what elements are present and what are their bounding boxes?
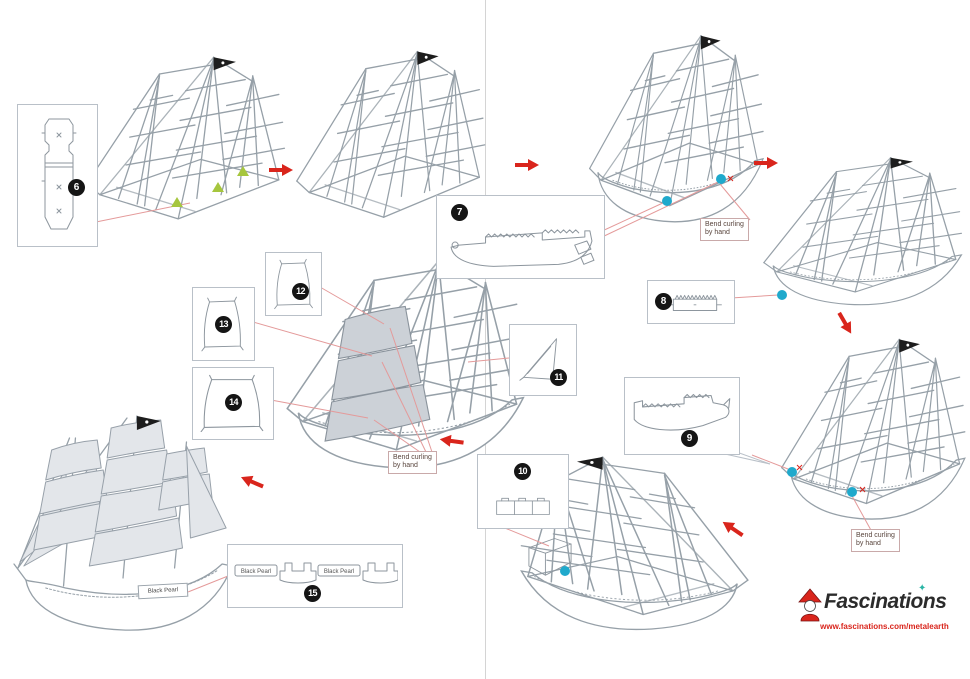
part-callout-15: Black Pearl Black Pearl 15 [227,544,403,608]
part-drawing-10 [496,497,550,515]
attach-point-marker [716,174,726,184]
step-badge-9: 9 [681,430,698,447]
step-badge-8: 8 [655,293,672,310]
ship-line-art [86,56,286,220]
bend-curling-label: Bend curling by hand [700,218,749,241]
logo-gnome-icon [798,588,822,622]
part-callout-9: 9 [624,377,740,455]
flow-arrow [237,466,268,494]
part-drawing-6 [41,118,77,230]
step-badge-11: 11 [550,369,567,386]
part-drawing-7 [450,229,595,267]
step-badge-15: 15 [304,585,321,602]
part-callout-8: 8 [647,280,735,324]
attach-point-marker [777,290,787,300]
flow-arrow [438,427,466,449]
ship-stage-3 [588,26,768,231]
part-callout-7: 7 [436,195,605,279]
part-drawing-9 [633,393,731,431]
part-callout-6: 6 [17,104,98,247]
bend-curling-label: Bend curling by hand [388,451,437,474]
attach-point-marker [847,487,857,497]
bend-label-line1: Bend curling [856,532,895,539]
bend-label-line2: by hand [393,462,418,470]
fold-marker-triangle [212,182,224,192]
part-callout-14: 14 [192,367,274,440]
part-callout-11: 11 [509,324,577,396]
attach-point-marker [662,196,672,206]
page-fold-divider [485,0,486,679]
bend-label-line1: Bend curling [705,221,744,228]
part-drawing-15: Black Pearl Black Pearl [234,562,398,584]
part-drawing-13 [201,296,244,352]
attach-point-marker [787,467,797,477]
ship-stage-1 [85,48,290,243]
flow-arrow [268,163,294,182]
step-badge-10: 10 [514,463,531,480]
part-drawing-11 [519,338,557,381]
step-badge-6: 6 [68,179,85,196]
bend-label-line1: Bend curling [393,454,432,461]
bend-label-line2: by hand [856,540,881,548]
pirate-flag-icon [136,416,161,430]
ship-line-art [781,338,966,520]
nameplate: Black Pearl [137,582,189,600]
part-callout-12: 12 [265,252,322,316]
ship-line-art [588,35,764,223]
ship-line-art [13,415,233,631]
part-callout-13: 13 [192,287,255,361]
ship-complete [12,402,240,642]
logo-brand-text: Fascinations [824,590,947,613]
bend-curling-label: Bend curling by hand [851,529,900,552]
step-badge-13: 13 [215,316,232,333]
flow-arrow [828,308,857,340]
part-drawing-12 [274,258,313,310]
flow-arrow [753,156,779,175]
fold-marker-triangle [171,197,183,207]
flow-arrow [718,511,750,541]
ship-stage-4 [762,150,967,312]
step-badge-12: 12 [292,283,309,300]
part-callout-10: 10 [477,454,569,529]
step-badge-7: 7 [451,204,468,221]
nameplate-text: Black Pearl [324,569,354,575]
fold-marker-triangle [237,166,249,176]
flow-arrow [514,158,540,177]
attach-point-marker [560,566,570,576]
logo-url: www.fascinations.com/metalearth [820,622,949,631]
part-drawing-14 [200,374,264,432]
fascinations-logo: Fascinations ✦ www.fascinations.com/meta… [794,583,960,640]
ship-line-art [763,157,963,306]
bend-label-line2: by hand [705,229,730,237]
ship-stage-5 [780,330,970,528]
step-badge-14: 14 [225,394,242,411]
nameplate-text: Black Pearl [241,569,271,575]
sparkle-icon: ✦ [918,583,927,594]
